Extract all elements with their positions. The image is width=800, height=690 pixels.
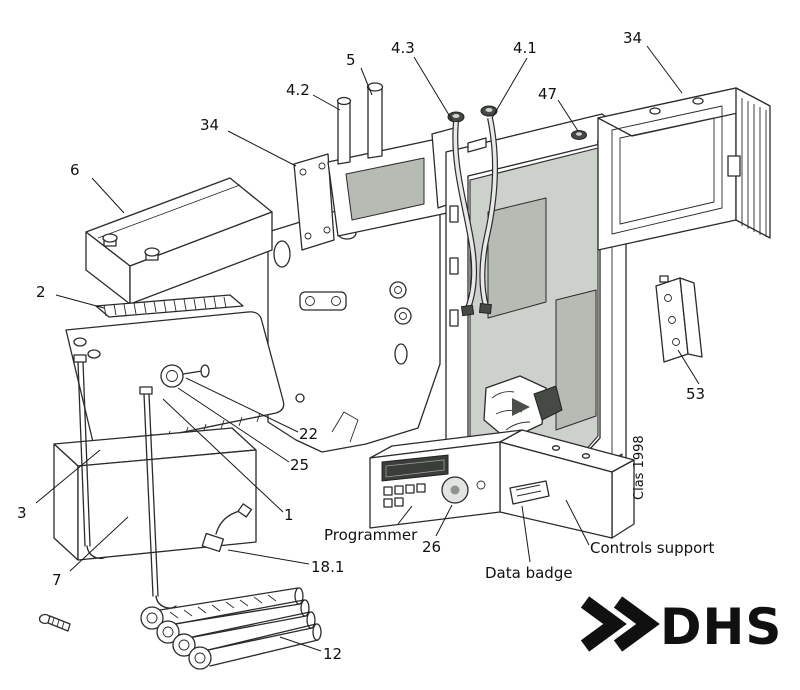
programmer-module: [381, 454, 486, 508]
part-34-air-duct: [293, 127, 461, 251]
callout-part-3: 3: [17, 504, 27, 522]
programmer-button: [383, 498, 393, 508]
dhs-logo: DHS: [580, 596, 782, 656]
lid-latch: [727, 155, 741, 177]
programmer-button: [394, 497, 404, 507]
callout-part-22: 22: [299, 425, 319, 443]
document-bag: [483, 375, 563, 441]
arrow-mark-icon: [512, 398, 530, 416]
part-34-chamber-lid: [597, 87, 771, 251]
dhs-logo-text: DHS: [660, 598, 782, 656]
callout-part-34-duct: 34: [200, 116, 220, 134]
callout-part-6: 6: [70, 161, 80, 179]
programmer-button: [394, 485, 404, 495]
callout-part-1: 1: [284, 506, 294, 524]
model-label: Clas 1998: [632, 435, 647, 500]
part-53-bracket: [655, 275, 703, 363]
part-5-pipe: [366, 82, 384, 159]
logo-arrow-icon: [580, 596, 627, 652]
screw: [38, 613, 71, 632]
cover-bolt: [102, 233, 118, 247]
programmer-button: [416, 483, 426, 493]
callout-part-18-1: 18.1: [311, 558, 345, 576]
leader-lines: [35, 45, 700, 652]
programmer-button: [405, 484, 415, 494]
callout-part-5: 5: [346, 51, 356, 69]
pipe-bracket: [299, 291, 347, 311]
callout-part-7: 7: [52, 571, 62, 589]
callout-part-2: 2: [36, 283, 46, 301]
heat-exchanger-block: [65, 311, 285, 452]
label-data-badge: Data badge: [485, 564, 573, 582]
lower-casing: [53, 427, 257, 561]
callout-part-34-lid: 34: [623, 29, 643, 47]
part-6-cover: [85, 177, 273, 305]
part-2-terminal-strip: [95, 294, 244, 318]
callout-part-25: 25: [290, 456, 310, 474]
part-22-fitting: [160, 364, 184, 388]
callout-part-47: 47: [538, 85, 558, 103]
part-4-2-pipe: [336, 96, 352, 165]
label-controls-support: Controls support: [590, 539, 715, 557]
programmer-button: [383, 486, 393, 496]
part-18-1-clip: [201, 503, 253, 553]
callout-part-4-3: 4.3: [391, 39, 415, 57]
part-4-1-hose: [478, 117, 498, 315]
callout-part-26: 26: [422, 538, 442, 556]
logo-arrow-icon: [613, 596, 660, 652]
anchor-rods: [73, 354, 177, 609]
callout-part-53: 53: [686, 385, 706, 403]
callout-part-4-1: 4.1: [513, 39, 537, 57]
data-badge: [509, 480, 550, 505]
part-4-3-hose: [452, 121, 478, 317]
cover-bolt: [144, 247, 160, 261]
label-programmer: Programmer: [324, 526, 418, 544]
callout-part-12: 12: [323, 645, 343, 663]
burner-assembly: [140, 587, 322, 670]
callout-part-4-2: 4.2: [286, 81, 310, 99]
